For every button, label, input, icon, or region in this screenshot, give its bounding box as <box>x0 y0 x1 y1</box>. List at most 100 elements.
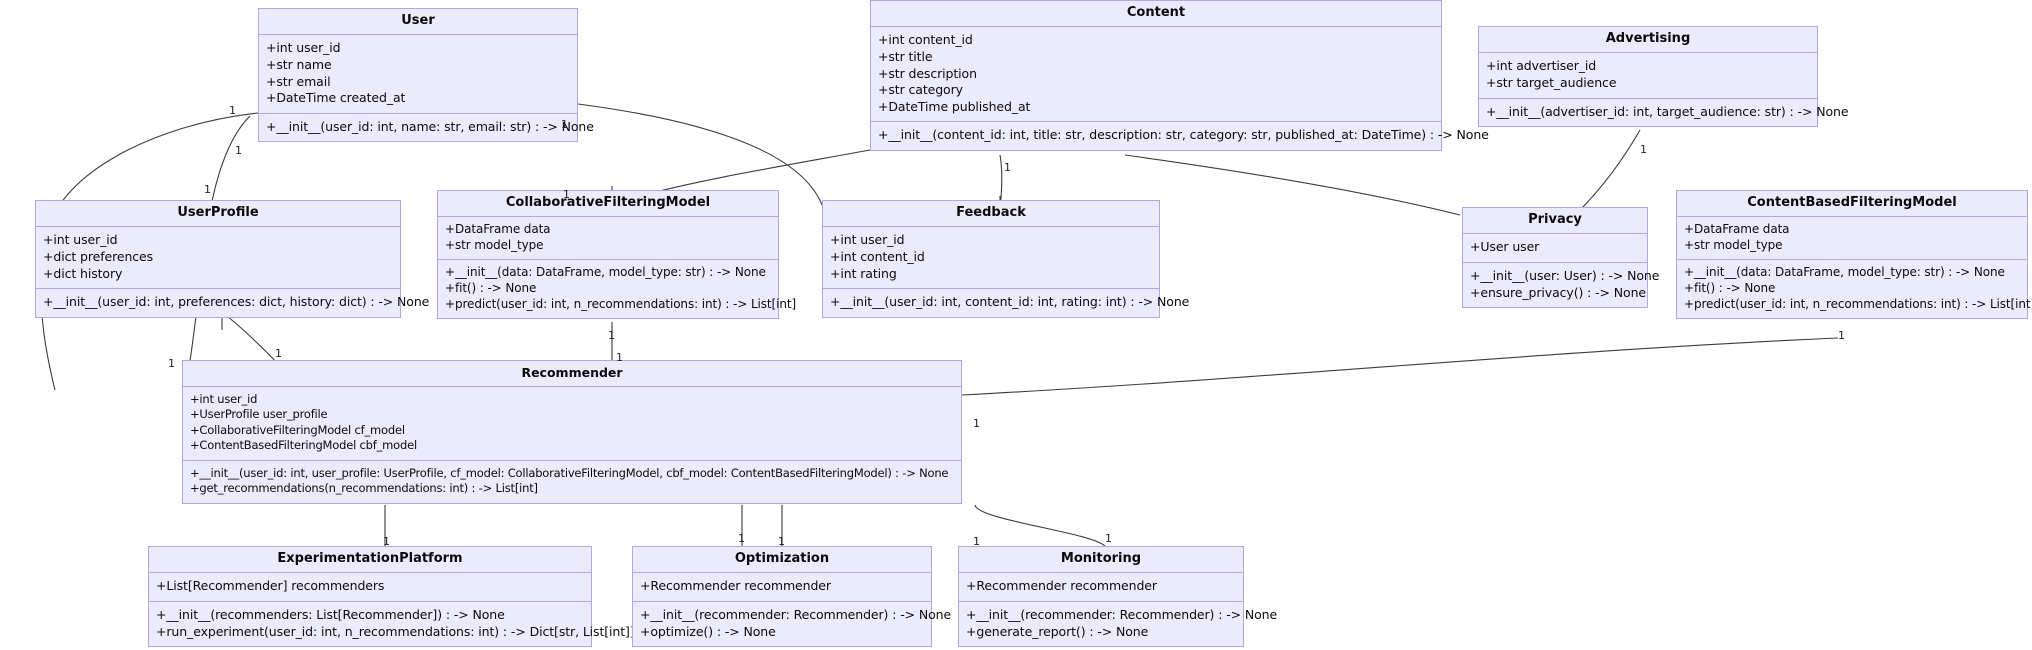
method: +__init__(user_id: int, preferences: dic… <box>43 294 430 310</box>
class-methods-contentbasedfilteringmodel: +__init__(data: DataFrame, model_type: s… <box>1677 260 2032 318</box>
method: +__init__(recommenders: List[Recommender… <box>156 606 505 622</box>
method: +__init__(user: User) : -> None <box>1470 267 1660 283</box>
edge-advertising-privacy <box>1577 129 1641 213</box>
class-box-experimentationplatform[interactable]: ExperimentationPlatform +List[Recommende… <box>148 546 635 648</box>
class-title-user: User <box>259 9 577 36</box>
class-box-advertising[interactable]: Advertising +int advertiser_id +str targ… <box>1478 26 1849 128</box>
class-methods-optimization: +__init__(recommender: Recommender) : ->… <box>633 602 952 646</box>
multiplicity-label: 1 <box>229 104 236 117</box>
attribute: +str description <box>878 65 977 81</box>
edge-recommender-cbf <box>961 337 1839 396</box>
class-title-advertising: Advertising <box>1479 27 1817 54</box>
class-title-feedback: Feedback <box>823 201 1159 228</box>
class-title-recommender: Recommender <box>183 361 961 387</box>
attribute: +str target_audience <box>1486 74 1617 90</box>
method: +fit() : -> None <box>1684 281 1776 296</box>
attribute: +Recommender recommender <box>640 578 831 594</box>
attribute: +int rating <box>830 265 897 281</box>
method: +get_recommendations(n_recommendations: … <box>190 481 538 496</box>
class-box-user[interactable]: User +int user_id +str name +str email +… <box>258 8 594 143</box>
multiplicity-label: 1 <box>275 347 282 360</box>
multiplicity-label: 1 <box>1838 329 1845 342</box>
attribute: +CollaborativeFilteringModel cf_model <box>190 422 405 437</box>
class-attributes-privacy: +User user <box>1463 234 1647 263</box>
method: +__init__(user_id: int, content_id: int,… <box>830 294 1190 310</box>
class-methods-recommender: +__init__(user_id: int, user_profile: Us… <box>183 461 961 503</box>
method: +predict(user_id: int, n_recommendations… <box>445 296 797 311</box>
method: +ensure_privacy() : -> None <box>1470 284 1646 300</box>
method: +run_experiment(user_id: int, n_recommen… <box>156 623 635 639</box>
attribute: +int advertiser_id <box>1486 58 1597 74</box>
class-attributes-monitoring: +Recommender recommender <box>959 573 1243 602</box>
class-attributes-recommender: +int user_id +UserProfile user_profile +… <box>183 387 961 461</box>
class-methods-collaborativefilteringmodel: +__init__(data: DataFrame, model_type: s… <box>438 260 797 318</box>
attribute: +DataFrame data <box>1684 222 1790 237</box>
attribute: +dict preferences <box>43 248 154 264</box>
class-attributes-advertising: +int advertiser_id +str target_audience <box>1479 53 1817 99</box>
multiplicity-label: 1 <box>608 329 615 342</box>
attribute: +str name <box>266 56 332 72</box>
multiplicity-label: 1 <box>235 144 242 157</box>
attribute: +int content_id <box>830 248 925 264</box>
attribute: +str model_type <box>445 237 544 252</box>
class-attributes-contentbasedfilteringmodel: +DataFrame data +str model_type <box>1677 217 2027 261</box>
class-title-experimentationplatform: ExperimentationPlatform <box>149 547 591 574</box>
class-box-privacy[interactable]: Privacy +User user +__init__(user: User)… <box>1462 207 1660 309</box>
class-box-userprofile[interactable]: UserProfile +int user_id +dict preferenc… <box>35 200 430 318</box>
method: +__init__(user_id: int, user_profile: Us… <box>190 465 949 480</box>
multiplicity-label: 1 <box>1004 161 1011 174</box>
attribute: +str title <box>878 48 933 64</box>
class-box-monitoring[interactable]: Monitoring +Recommender recommender +__i… <box>958 546 1277 648</box>
attribute: +int user_id <box>830 232 905 248</box>
class-methods-content: +__init__(content_id: int, title: str, d… <box>871 122 1489 150</box>
class-methods-monitoring: +__init__(recommender: Recommender) : ->… <box>959 602 1277 646</box>
class-box-contentbasedfilteringmodel[interactable]: ContentBasedFilteringModel +DataFrame da… <box>1676 190 2032 320</box>
class-title-optimization: Optimization <box>633 547 931 574</box>
class-title-contentbasedfilteringmodel: ContentBasedFilteringModel <box>1677 191 2027 218</box>
attribute: +DateTime published_at <box>878 98 1031 114</box>
class-attributes-optimization: +Recommender recommender <box>633 573 931 602</box>
method: +__init__(user_id: int, name: str, email… <box>266 118 594 134</box>
class-title-privacy: Privacy <box>1463 208 1647 235</box>
class-attributes-collaborativefilteringmodel: +DataFrame data +str model_type <box>438 217 778 261</box>
multiplicity-label: 1 <box>1105 532 1112 545</box>
method: +__init__(recommender: Recommender) : ->… <box>640 606 952 622</box>
class-attributes-content: +int content_id +str title +str descript… <box>871 27 1441 123</box>
attribute: +Recommender recommender <box>966 578 1157 594</box>
attribute: +UserProfile user_profile <box>190 407 328 422</box>
attribute: +int content_id <box>878 32 973 48</box>
class-box-content[interactable]: Content +int content_id +str title +str … <box>870 0 1489 152</box>
multiplicity-label: 1 <box>168 357 175 370</box>
attribute: +DataFrame data <box>445 222 551 237</box>
class-methods-userprofile: +__init__(user_id: int, preferences: dic… <box>36 289 430 317</box>
class-box-optimization[interactable]: Optimization +Recommender recommender +_… <box>632 546 952 648</box>
class-attributes-feedback: +int user_id +int content_id +int rating <box>823 227 1159 290</box>
class-box-recommender[interactable]: Recommender +int user_id +UserProfile us… <box>182 360 962 504</box>
multiplicity-label: 1 <box>973 535 980 548</box>
attribute: +int user_id <box>43 232 118 248</box>
multiplicity-label: 1 <box>778 535 785 548</box>
method: +generate_report() : -> None <box>966 623 1149 639</box>
class-attributes-userprofile: +int user_id +dict preferences +dict his… <box>36 227 400 290</box>
multiplicity-label: 1 <box>738 532 745 545</box>
multiplicity-label: 1 <box>561 118 568 131</box>
edge-recommender-monitoring <box>974 504 1106 547</box>
class-title-userprofile: UserProfile <box>36 201 400 228</box>
method: +predict(user_id: int, n_recommendations… <box>1684 296 2032 311</box>
edge-content-privacy <box>1124 154 1461 216</box>
attribute: +List[Recommender] recommenders <box>156 578 385 594</box>
multiplicity-label: 1 <box>204 183 211 196</box>
class-methods-user: +__init__(user_id: int, name: str, email… <box>259 114 594 142</box>
class-box-collaborativefilteringmodel[interactable]: CollaborativeFilteringModel +DataFrame d… <box>437 190 797 320</box>
attribute: +int user_id <box>190 391 258 406</box>
method: +optimize() : -> None <box>640 623 776 639</box>
attribute: +DateTime created_at <box>266 90 406 106</box>
attribute: +str model_type <box>1684 237 1783 252</box>
multiplicity-label: 1 <box>973 417 980 430</box>
class-box-feedback[interactable]: Feedback +int user_id +int content_id +i… <box>822 200 1190 318</box>
attribute: +ContentBasedFilteringModel cbf_model <box>190 438 417 453</box>
class-methods-advertising: +__init__(advertiser_id: int, target_aud… <box>1479 99 1849 127</box>
method: +__init__(advertiser_id: int, target_aud… <box>1486 103 1849 119</box>
class-title-monitoring: Monitoring <box>959 547 1243 574</box>
